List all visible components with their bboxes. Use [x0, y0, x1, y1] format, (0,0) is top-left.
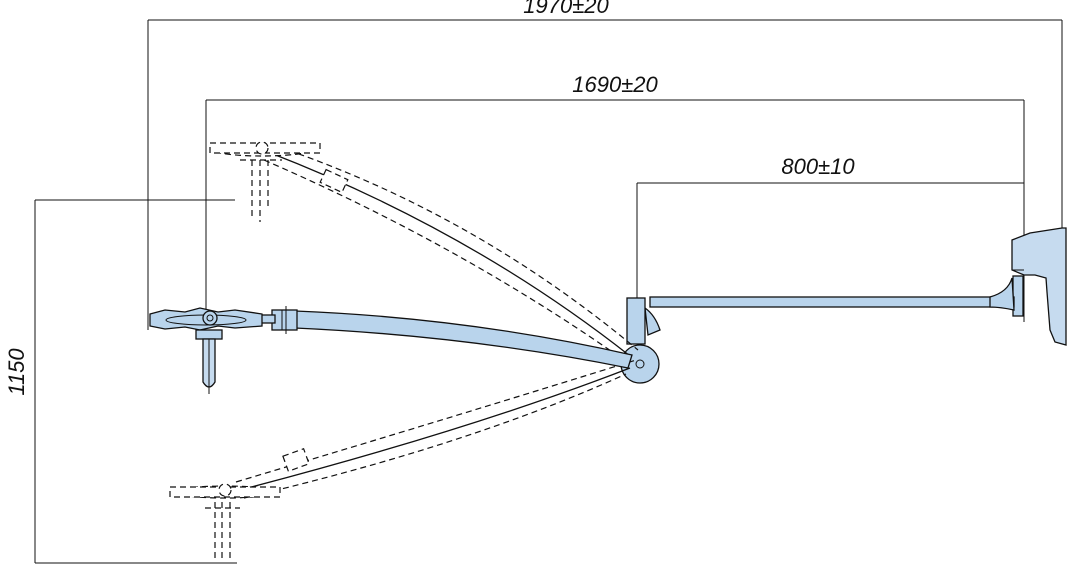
wall-arm	[644, 277, 1015, 336]
dimension-wall-arm: 800±10	[636, 154, 1024, 300]
pivot-column	[620, 297, 660, 384]
dimension-vertical-label: 1150	[4, 348, 29, 396]
main-lamp-head	[149, 307, 263, 394]
wall-mount	[1011, 227, 1067, 346]
dimension-overall-label: 1970±20	[523, 0, 609, 18]
lower-position-ghost	[169, 359, 637, 562]
dimension-wall-arm-label: 800±10	[781, 154, 855, 179]
dimension-vertical: 1150	[4, 199, 237, 564]
upper-position-ghost	[209, 141, 639, 361]
dimension-arm-label: 1690±20	[572, 72, 658, 97]
dimension-arm: 1690±20	[205, 72, 1025, 322]
dimension-overall: 1970±20	[147, 0, 1063, 340]
main-arm	[224, 306, 633, 369]
